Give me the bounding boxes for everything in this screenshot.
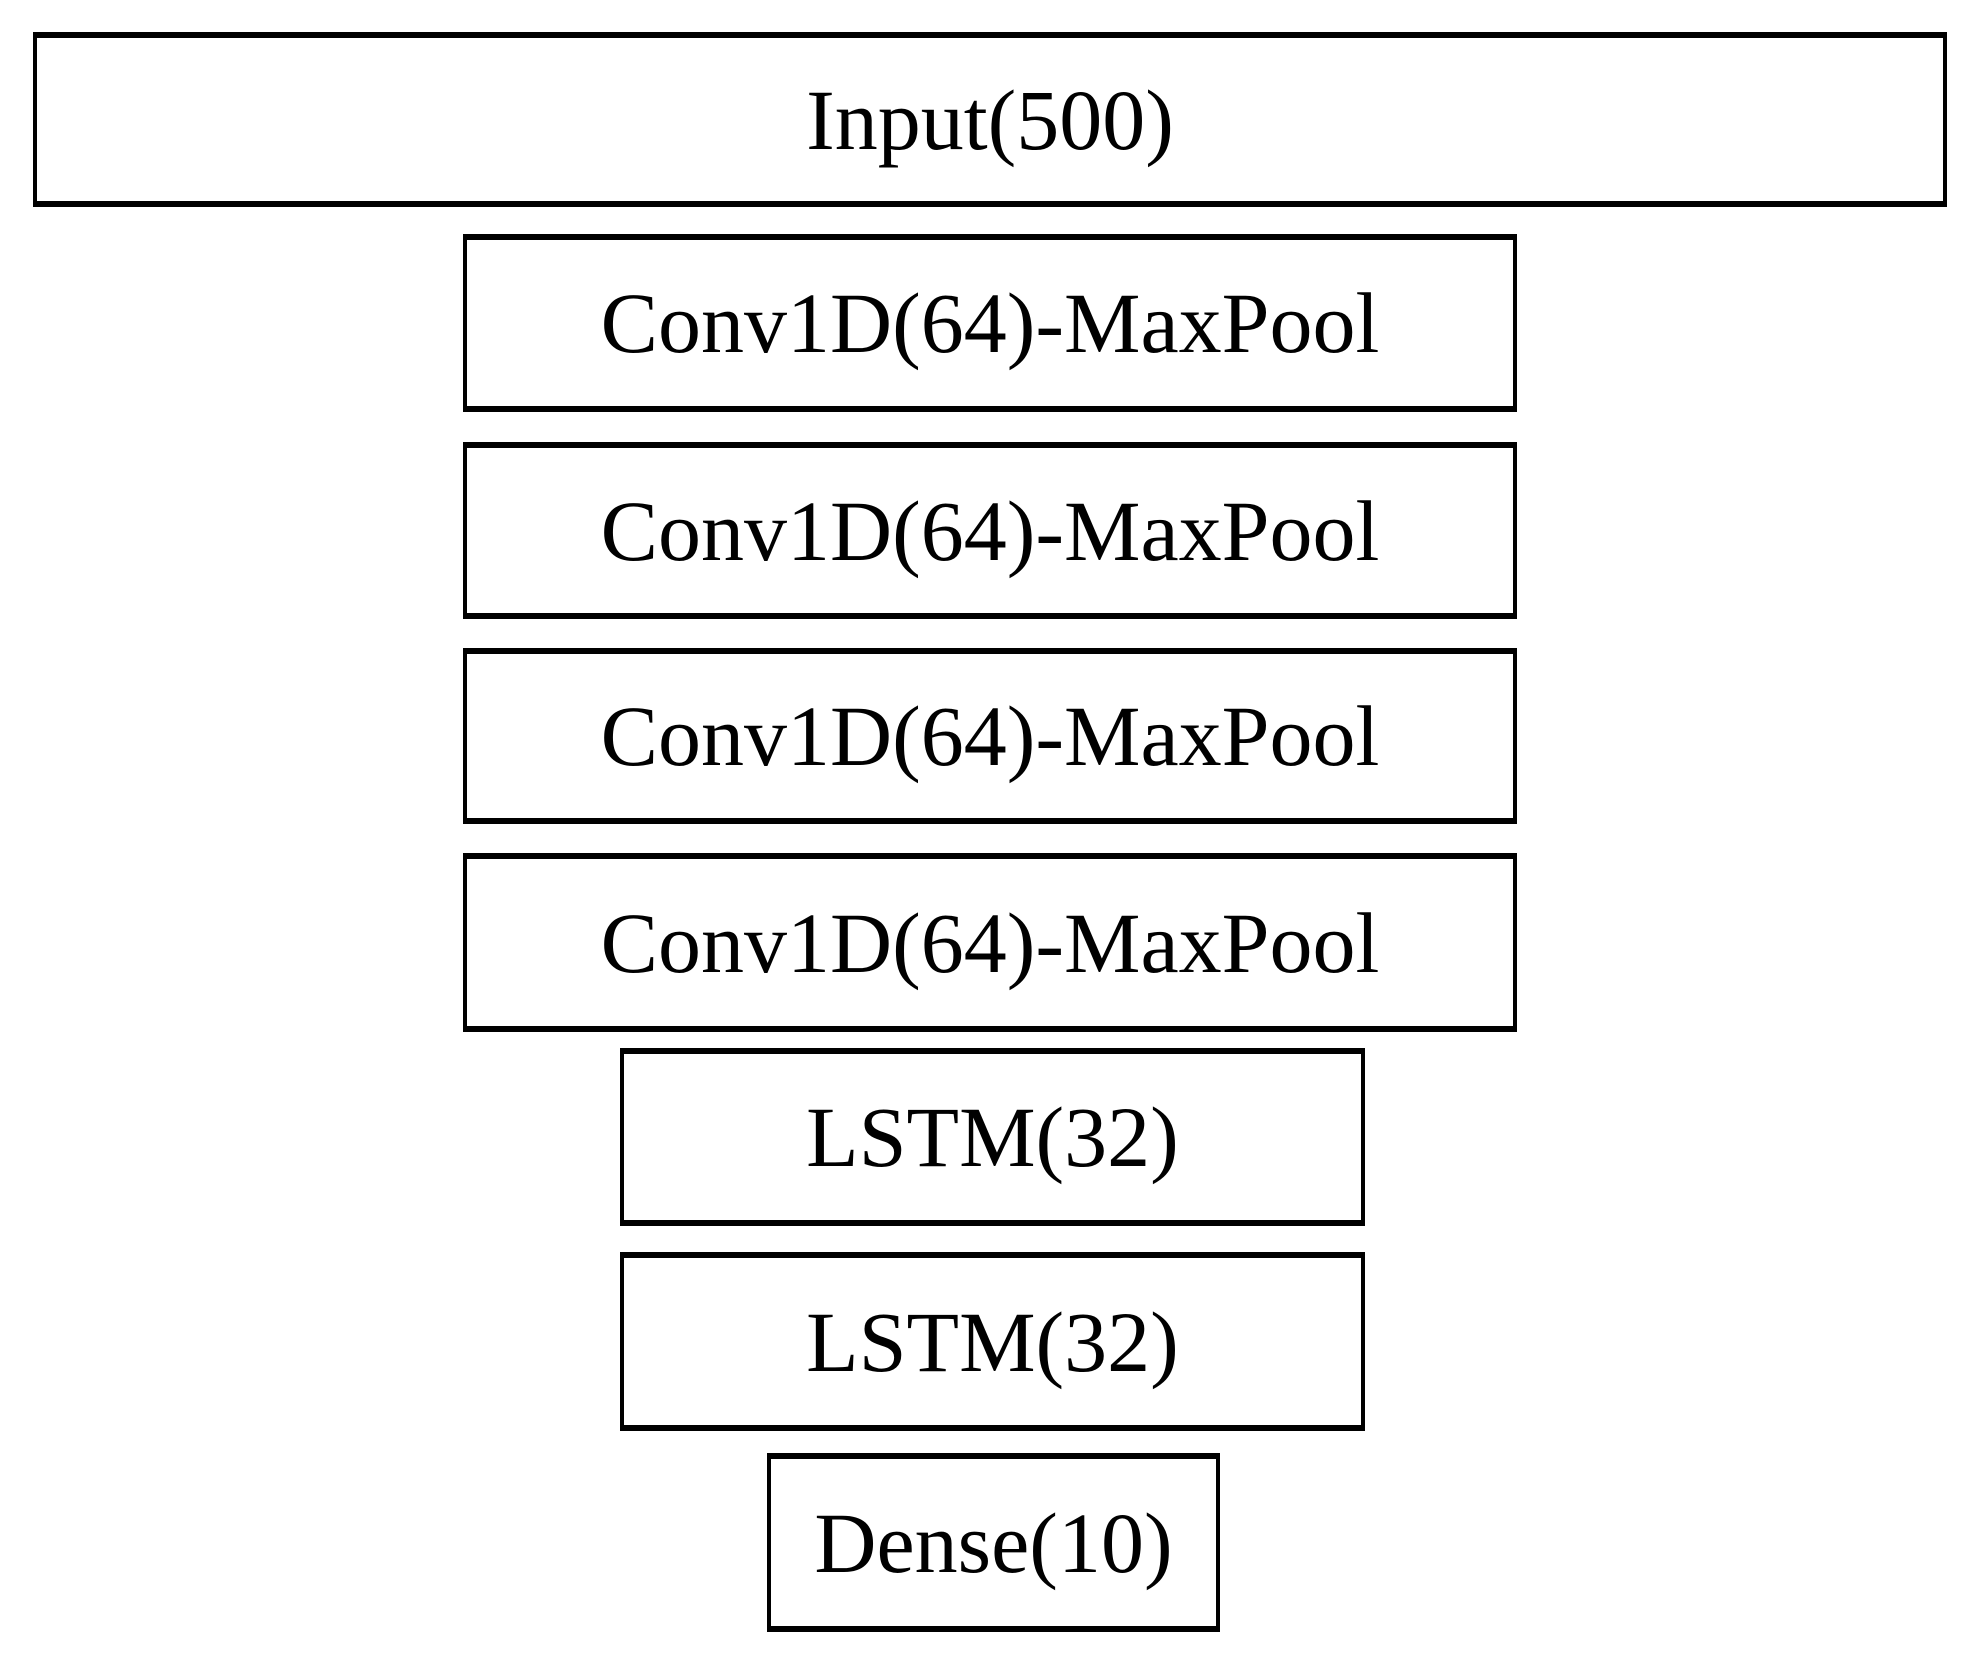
layer-box-conv1: Conv1D(64)-MaxPool [463, 234, 1517, 412]
layer-box-input: Input(500) [33, 32, 1947, 207]
layer-box-conv4: Conv1D(64)-MaxPool [463, 853, 1517, 1032]
layer-box-lstm1: LSTM(32) [620, 1048, 1365, 1226]
layer-box-lstm2: LSTM(32) [620, 1252, 1365, 1431]
layer-box-conv3: Conv1D(64)-MaxPool [463, 648, 1517, 824]
layer-label-conv1: Conv1D(64)-MaxPool [600, 275, 1380, 371]
layer-label-conv4: Conv1D(64)-MaxPool [600, 894, 1380, 991]
layer-box-conv2: Conv1D(64)-MaxPool [463, 442, 1517, 619]
layer-label-lstm1: LSTM(32) [806, 1089, 1179, 1185]
layer-label-lstm2: LSTM(32) [806, 1293, 1179, 1390]
layer-label-conv3: Conv1D(64)-MaxPool [600, 688, 1380, 784]
layer-label-dense: Dense(10) [814, 1494, 1173, 1591]
layer-box-dense: Dense(10) [767, 1453, 1220, 1632]
layer-label-input: Input(500) [806, 71, 1174, 168]
layer-label-conv2: Conv1D(64)-MaxPool [600, 482, 1380, 579]
